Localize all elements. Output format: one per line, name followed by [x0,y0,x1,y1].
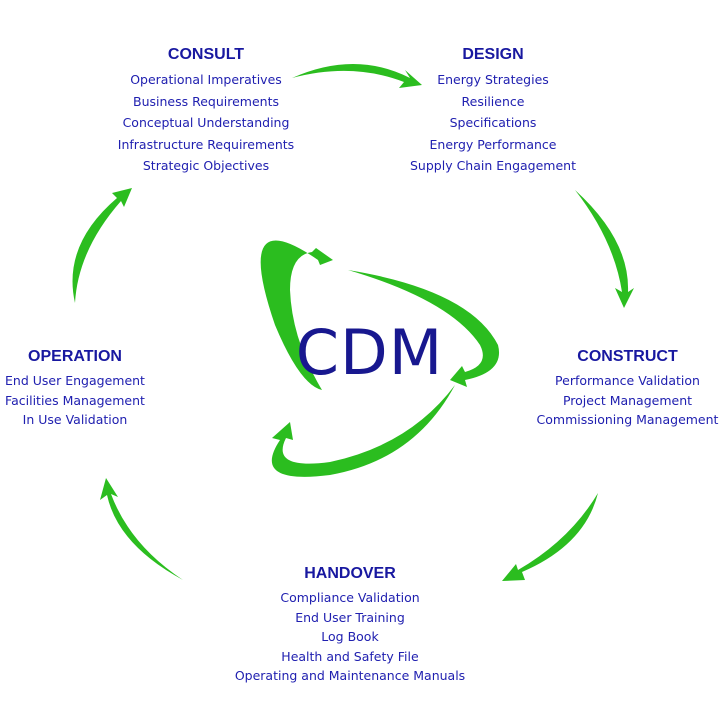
phase-design: DESIGN Energy Strategies Resilience Spec… [378,45,608,177]
phase-construct: CONSTRUCT Performance Validation Project… [530,347,720,430]
list-item: End User Engagement [5,373,145,388]
list-item: End User Training [295,609,405,625]
arrow-inner-left [260,240,333,390]
list-item: Compliance Validation [280,590,420,605]
phase-items-design: Energy Strategies Resilience Specificati… [378,69,608,177]
list-item: Operating and Maintenance Manuals [234,668,466,684]
phase-items-construct: Performance Validation Project Managemen… [530,371,720,430]
arrow-design-to-construct [575,190,634,308]
list-item: Performance Validation [555,373,700,388]
phase-consult: CONSULT Operational Imperatives Business… [86,45,326,177]
phase-items-operation: End User Engagement Facilities Managemen… [0,371,160,430]
phase-handover: HANDOVER Compliance Validation End User … [215,564,485,686]
arrow-inner-right [348,270,500,387]
phase-title-consult: CONSULT [167,46,245,63]
list-item: Operational Imperatives [130,72,282,87]
list-item: Strategic Objectives [142,158,270,174]
list-item: Facilities Management [5,392,145,408]
list-item: In Use Validation [22,412,128,428]
list-item: Energy Strategies [437,72,549,87]
list-item: Supply Chain Engagement [410,158,576,174]
phase-title-construct: CONSTRUCT [577,348,678,365]
list-item: Energy Performance [429,136,557,152]
arrow-operation-to-consult [72,188,132,303]
list-item: Infrastructure Requirements [117,136,295,152]
arrow-inner-bottom [271,385,455,477]
phase-title-operation: OPERATION [28,348,122,365]
phase-items-handover: Compliance Validation End User Training … [215,588,485,686]
phase-title-design: DESIGN [462,46,524,63]
list-item: Project Management [562,392,693,408]
list-item: Business Requirements [133,93,279,109]
list-item: Resilience [461,93,525,109]
arrow-construct-to-handover [502,493,598,581]
phase-operation: OPERATION End User Engagement Facilities… [0,347,160,430]
arrow-consult-to-design [292,64,422,88]
list-item: Health and Safety File [281,648,419,664]
phase-title-handover: HANDOVER [304,565,396,582]
arrow-handover-to-operation [100,478,183,580]
list-item: Conceptual Understanding [122,115,290,131]
list-item: Log Book [321,629,379,645]
list-item: Specifications [449,115,537,131]
cdm-center-label: CDM [295,316,444,389]
phase-items-consult: Operational Imperatives Business Require… [86,69,326,177]
list-item: Commissioning Management [536,412,719,428]
